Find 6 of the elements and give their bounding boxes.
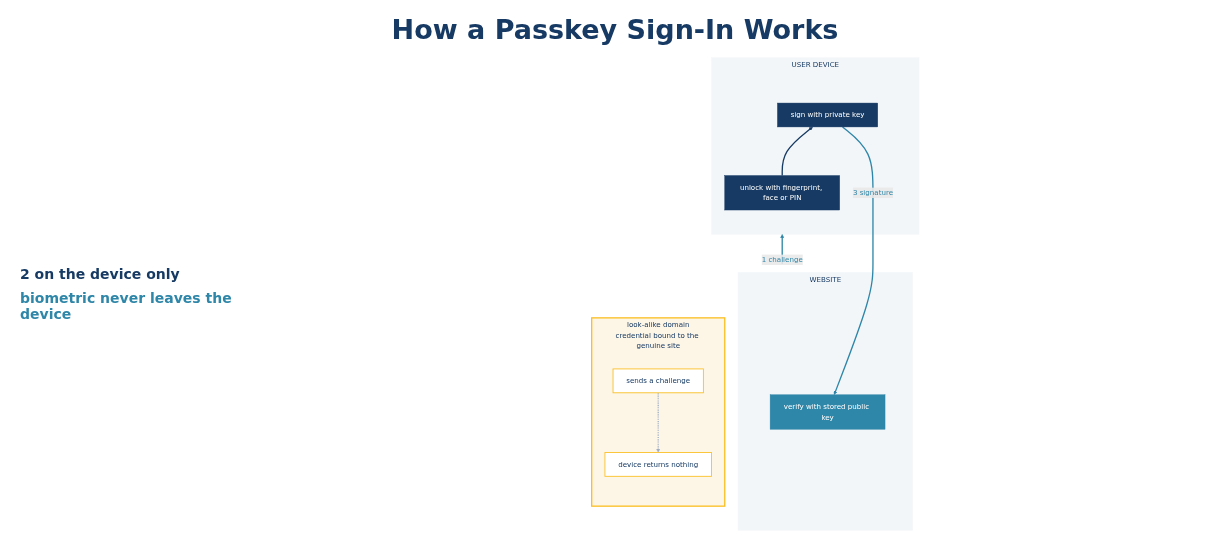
note-text: 2 on the device only — [20, 266, 181, 282]
arrow — [833, 126, 874, 395]
arrow — [781, 126, 813, 177]
arrow — [655, 392, 660, 453]
title: How a Passkey Sign-In Works — [390, 14, 840, 45]
note-text: biometric never leaves the device — [20, 290, 233, 322]
